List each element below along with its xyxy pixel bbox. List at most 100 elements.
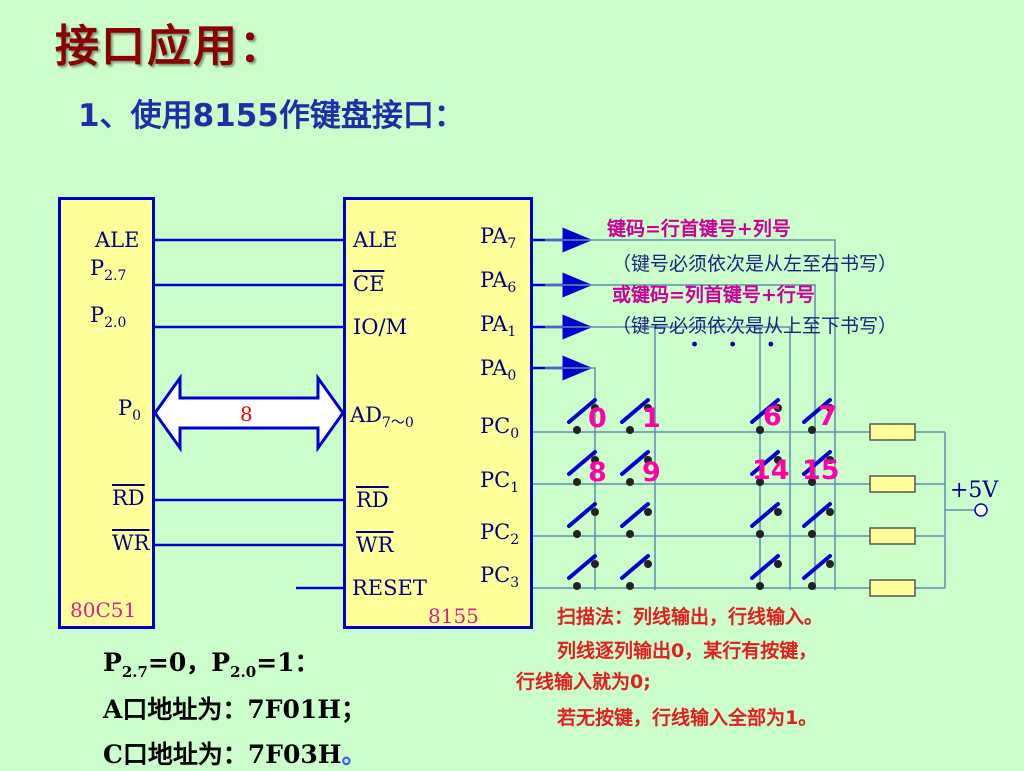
io-chip xyxy=(343,197,533,629)
io-pin-pa6: PA6 xyxy=(480,268,517,297)
key-contact-dot xyxy=(826,456,834,464)
address-port-c: C口地址为：7F03H。 xyxy=(103,740,367,769)
key-contact-dot xyxy=(573,478,581,486)
key-contact-dot xyxy=(774,508,782,516)
mcu-pin-ale: ALE xyxy=(95,228,140,252)
pullup-resistor-2 xyxy=(869,475,916,493)
key-switch xyxy=(750,554,780,580)
key-contact-dot xyxy=(626,582,634,590)
mcu-chip xyxy=(58,197,155,629)
pullup-resistor-1 xyxy=(869,423,916,441)
key-switch xyxy=(567,450,597,476)
column-line-pa1 xyxy=(545,326,791,590)
key-contact-dot xyxy=(808,530,816,538)
key-switch xyxy=(567,554,597,580)
io-pin-pc1: PC1 xyxy=(480,468,520,497)
note-code-row-hint: （键号必须依次是从左至右书写） xyxy=(612,253,898,275)
subtitle-chip: 8155 xyxy=(192,98,279,134)
key-contact-dot xyxy=(774,560,782,568)
key-switch xyxy=(802,554,832,580)
key-switch xyxy=(802,502,832,528)
column-line-pa6 xyxy=(545,284,816,590)
key-label-9: 9 xyxy=(642,457,661,488)
mcu-pin-p20: P2.0 xyxy=(90,303,127,332)
key-contact-dot xyxy=(591,560,599,568)
key-contact-dot xyxy=(626,426,634,434)
pullup-resistor-3 xyxy=(869,527,916,545)
address-port-a: A口地址为：7F01H； xyxy=(103,695,366,724)
io-pin-iom: IO/M xyxy=(353,315,408,339)
io-pin-wr: WR xyxy=(356,533,394,557)
key-switch xyxy=(802,398,832,424)
note-code-col-hint: （键号必须依次是从上至下书写） xyxy=(612,315,898,337)
io-pin-pc3: PC3 xyxy=(480,563,520,592)
key-switch xyxy=(750,502,780,528)
key-contact-dot xyxy=(774,404,782,412)
note-scan-1: 扫描法：列线输出，行线输入。 xyxy=(557,606,824,628)
key-contact-dot xyxy=(644,508,652,516)
page-title: 接口应用： xyxy=(55,21,285,72)
mcu-pin-rd: RD xyxy=(112,486,145,510)
io-pin-pa0: PA0 xyxy=(480,356,517,385)
io-pin-ce: CE xyxy=(353,272,385,296)
supply-terminal xyxy=(974,503,988,517)
io-pin-ale: ALE xyxy=(353,228,398,252)
key-contact-dot xyxy=(591,508,599,516)
key-contact-dot xyxy=(774,456,782,464)
note-scan-2: 列线逐列输出0，某行有按键， xyxy=(557,640,818,662)
key-label-15: 15 xyxy=(802,455,840,486)
key-contact-dot xyxy=(756,426,764,434)
key-contact-dot xyxy=(826,560,834,568)
key-contact-dot xyxy=(591,456,599,464)
key-switch xyxy=(620,502,650,528)
supply-label: +5V xyxy=(950,478,999,503)
key-switch xyxy=(567,398,597,424)
key-switch xyxy=(750,450,780,476)
key-contact-dot xyxy=(756,582,764,590)
key-contact-dot xyxy=(826,508,834,516)
key-contact-dot xyxy=(644,404,652,412)
key-switch xyxy=(620,554,650,580)
key-switch xyxy=(567,502,597,528)
io-pin-pc0: PC0 xyxy=(480,414,520,443)
mcu-pin-p0: P0 xyxy=(118,396,142,425)
key-contact-dot xyxy=(808,478,816,486)
note-scan-4: 若无按键，行线输入全部为1。 xyxy=(557,707,818,729)
key-contact-dot xyxy=(756,478,764,486)
ellipsis: · · · xyxy=(690,330,786,360)
key-contact-dot xyxy=(591,404,599,412)
column-line-pa7 xyxy=(545,239,836,590)
io-pin-ad: AD7～0 xyxy=(350,403,414,432)
page-subtitle: 1、使用8155作键盘接口： xyxy=(78,90,465,135)
mcu-pin-wr: WR xyxy=(112,531,150,555)
subtitle-tail: 作键盘接口： xyxy=(278,98,465,134)
key-label-8: 8 xyxy=(588,457,607,488)
key-label-6: 6 xyxy=(763,401,782,432)
key-label-0: 0 xyxy=(588,403,607,434)
io-pin-pa1: PA1 xyxy=(480,312,517,341)
key-contact-dot xyxy=(573,582,581,590)
io-pin-pc2: PC2 xyxy=(480,520,520,549)
address-condition: P2.7=0，P2.0=1： xyxy=(103,648,320,681)
key-switch xyxy=(750,398,780,424)
bus-width-label: 8 xyxy=(240,402,253,426)
key-switch xyxy=(802,450,832,476)
key-contact-dot xyxy=(644,456,652,464)
key-label-14: 14 xyxy=(752,455,790,486)
io-pin-pa7: PA7 xyxy=(480,224,517,253)
key-contact-dot xyxy=(808,426,816,434)
io-pin-rd: RD xyxy=(356,488,389,512)
key-label-7: 7 xyxy=(818,401,837,432)
mcu-chip-name: 80C51 xyxy=(70,598,137,622)
note-code-col: 或键码=列首键号+行号 xyxy=(612,284,815,306)
pullup-resistor-4 xyxy=(869,579,916,597)
key-contact-dot xyxy=(808,582,816,590)
subtitle-number: 1 xyxy=(78,98,100,134)
subtitle-prefix: 、使用 xyxy=(99,98,193,134)
io-pin-reset: RESET xyxy=(352,576,427,600)
key-contact-dot xyxy=(756,530,764,538)
key-contact-dot xyxy=(626,478,634,486)
key-label-1: 1 xyxy=(642,403,661,434)
note-code-row: 键码=行首键号+列号 xyxy=(607,218,791,240)
